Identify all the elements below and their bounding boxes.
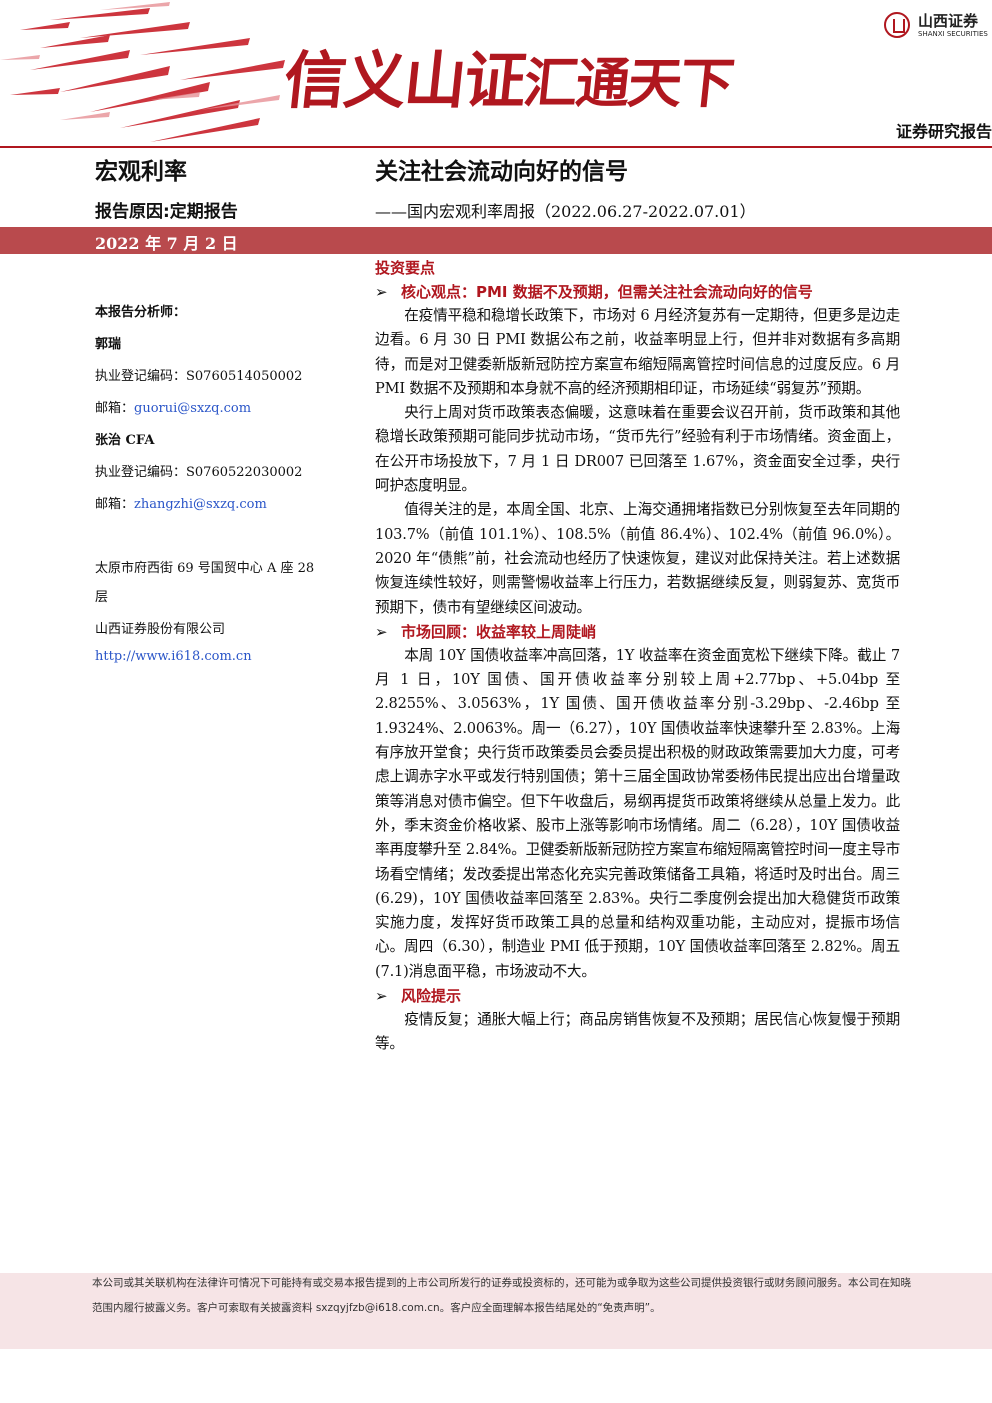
bullet-arrow-icon: ➢ <box>375 622 388 641</box>
address-line-2: 层 <box>95 590 109 605</box>
analyst-2-email-row: 邮箱：zhangzhi@sxzq.com <box>95 493 267 512</box>
report-title: 关注社会流动向好的信号 <box>375 159 628 185</box>
analyst-1-registration: 执业登记编码：S0760514050002 <box>95 369 303 384</box>
analysts-label: 本报告分析师： <box>95 305 187 320</box>
point-2-paragraph-1: 本周 10Y 国债收益率冲高回落，1Y 收益率在资金面宽松下继续下降。截止 7 … <box>375 646 900 980</box>
header-divider <box>0 146 992 148</box>
report-subtitle: ——国内宏观利率周报（2022.06.27-2022.07.01） <box>375 202 756 221</box>
point-1-paragraph-1: 在疫情平稳和稳增长政策下，市场对 6 月经济复苏有一定期待，但更多是边走边看。6… <box>375 307 900 397</box>
point-3-title: 风险提示 <box>401 987 462 1006</box>
slogan-part-2: 汇通天下 <box>520 52 736 115</box>
analyst-1-name: 郭瑞 <box>95 337 122 352</box>
point-2-title: 市场回顾：收益率较上周陡峭 <box>401 622 597 641</box>
section-title: 投资要点 <box>375 259 436 277</box>
point-1-paragraph-3: 值得关注的是，本周全国、北京、上海交通拥堵指数已分别恢复至去年同期的 103.7… <box>375 501 900 616</box>
point-3-paragraph-1: 疫情反复；通胀大幅上行；商品房销售恢复不及预期；居民信心恢复慢于预期等。 <box>375 1011 900 1053</box>
report-category: 宏观利率 <box>95 159 187 185</box>
report-reason: 报告原因:定期报告 <box>95 202 238 222</box>
header-banner-graphic <box>0 2 285 142</box>
point-1-paragraph-2: 央行上周对货币政策表态偏暖，这意味着在重要会议召开前，货币政策和其他稳增长政策预… <box>375 404 900 495</box>
slogan-part-1: 信义山证 <box>280 44 529 117</box>
logo-mark-icon <box>884 12 910 38</box>
analyst-2-email-link[interactable]: zhangzhi@sxzq.com <box>134 497 267 512</box>
address-line-1: 太原市府西街 69 号国贸中心 A 座 28 <box>95 561 315 576</box>
email-label: 邮箱： <box>95 497 135 512</box>
point-3-heading: ➢ 风险提示 <box>375 984 900 1008</box>
point-1-title: 核心观点：PMI 数据不及预期，但需关注社会流动向好的信号 <box>401 283 813 301</box>
email-label: 邮箱： <box>95 401 135 416</box>
company-logo: 山西证券 SHANXI SECURITIES <box>884 10 992 44</box>
website-link[interactable]: http://www.i618.com.cn <box>95 649 252 664</box>
bullet-arrow-icon: ➢ <box>375 283 388 301</box>
date-bar <box>0 227 992 254</box>
bullet-arrow-icon: ➢ <box>375 987 388 1006</box>
company-name: 山西证券股份有限公司 <box>95 622 226 637</box>
analyst-2-registration: 执业登记编码：S0760522030002 <box>95 465 303 480</box>
report-type-label: 证券研究报告 <box>895 122 992 141</box>
footer-band <box>0 1273 992 1349</box>
analyst-1-email-link[interactable]: guorui@sxzq.com <box>134 401 252 416</box>
logo-en-text: SHANXI SECURITIES <box>918 30 988 38</box>
point-1-heading: ➢ 核心观点：PMI 数据不及预期，但需关注社会流动向好的信号 <box>375 280 900 304</box>
main-content: 投资要点 ➢ 核心观点：PMI 数据不及预期，但需关注社会流动向好的信号 在疫情… <box>375 256 900 1057</box>
report-date: 2022 年 7 月 2 日 <box>95 234 238 253</box>
logo-cn-text: 山西证券 <box>918 12 979 30</box>
analyst-2-name: 张治 CFA <box>95 433 155 448</box>
footer-disclaimer: 本公司或其关联机构在法律许可情况下可能持有或交易本报告提到的上市公司所发行的证券… <box>92 1277 911 1314</box>
point-2-heading: ➢ 市场回顾：收益率较上周陡峭 <box>375 620 900 644</box>
slogan: 信义山证汇通天下 <box>280 30 737 120</box>
analyst-1-email-row: 邮箱：guorui@sxzq.com <box>95 397 251 416</box>
